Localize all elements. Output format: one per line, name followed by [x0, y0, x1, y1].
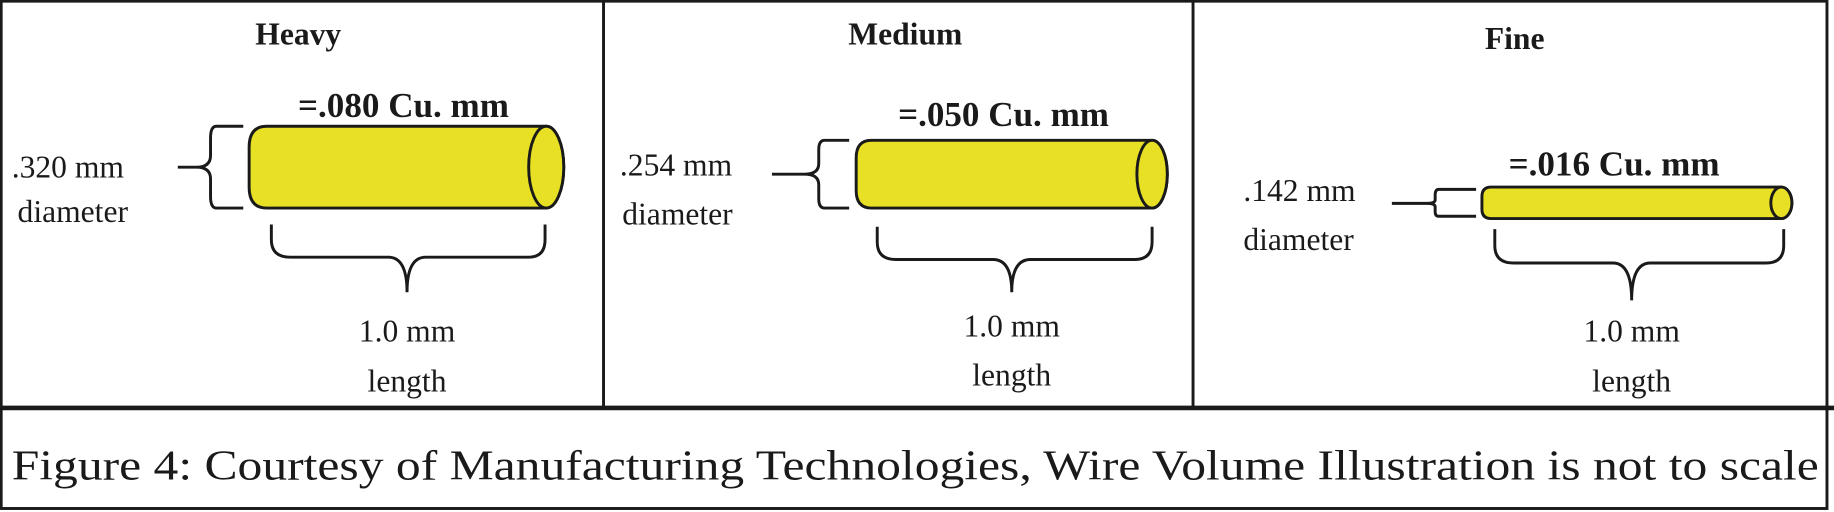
diameter-value: .142 mm: [1243, 173, 1356, 208]
diameter-value: .254 mm: [620, 147, 733, 182]
length-label: length: [1592, 364, 1671, 399]
length-value: 1.0 mm: [1583, 313, 1680, 348]
diameter-brace: [177, 124, 244, 210]
panel-title: Heavy: [255, 16, 341, 51]
wire-cylinder: [1480, 185, 1794, 221]
panel-heavy: Heavy =.080 Cu. mm .320 mm diameter 1.0 …: [12, 16, 566, 399]
wire-end: [1135, 138, 1169, 210]
length-brace: [875, 226, 1154, 293]
length-brace: [269, 224, 547, 293]
panel-fine: Fine =.016 Cu. mm .142 mm diameter 1.0 m…: [1243, 21, 1794, 399]
figure-caption: Figure 4: Courtesy of Manufacturing Tech…: [12, 442, 1819, 489]
length-label: length: [368, 364, 447, 399]
diameter-label: diameter: [622, 196, 733, 231]
diameter-label: diameter: [18, 194, 129, 229]
diameter-brace: [771, 138, 850, 210]
wire-end: [1769, 185, 1794, 221]
volume-label: =.050 Cu. mm: [898, 95, 1109, 134]
panel-title: Medium: [848, 16, 962, 51]
length-label: length: [972, 358, 1051, 393]
diameter-brace: [1391, 187, 1477, 218]
wire-cylinder: [854, 138, 1169, 210]
diameter-label: diameter: [1243, 222, 1354, 257]
length-value: 1.0 mm: [964, 309, 1061, 344]
diameter-value: .320 mm: [12, 150, 125, 185]
panel-medium: Medium =.050 Cu. mm .254 mm diameter 1.0…: [620, 16, 1169, 393]
length-value: 1.0 mm: [359, 313, 456, 348]
volume-label: =.016 Cu. mm: [1509, 144, 1720, 183]
wire-end: [527, 124, 566, 210]
length-brace: [1493, 229, 1786, 301]
wire-cylinder: [247, 124, 566, 210]
volume-label: =.080 Cu. mm: [298, 86, 509, 125]
panel-title: Fine: [1485, 21, 1545, 56]
